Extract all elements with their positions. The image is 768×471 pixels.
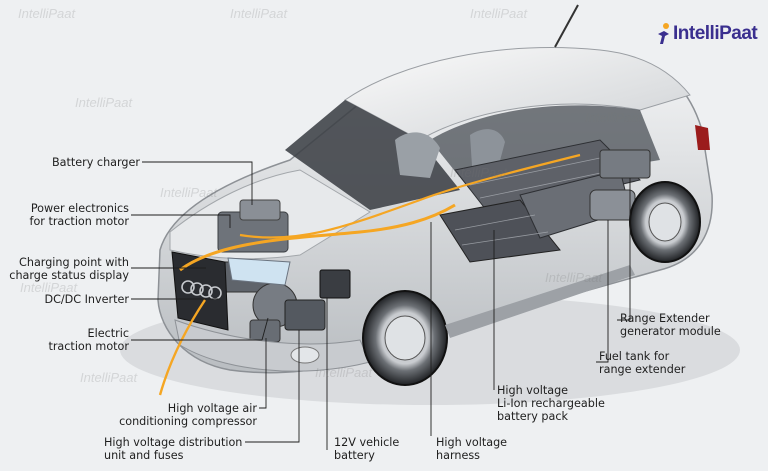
label-traction-motor: Electric traction motor <box>48 327 129 353</box>
charger-module <box>239 199 281 221</box>
leader-ac-compressor <box>259 338 267 409</box>
label-line: Li-Ion rechargeable <box>497 397 605 410</box>
leader-distribution-unit <box>245 330 300 443</box>
watermark: IntelliPaat <box>18 6 76 21</box>
hv-harness-cable <box>179 203 456 272</box>
label-line: battery <box>334 449 375 462</box>
label-line: Power electronics <box>30 202 129 215</box>
label-power-electronics: Power electronics for traction motor <box>30 202 130 228</box>
label-line: battery pack <box>497 410 568 423</box>
rear-taillight <box>695 125 710 150</box>
battery-pack-upper <box>454 139 641 216</box>
rear-wheel <box>629 181 701 263</box>
leader-fuel-tank <box>596 220 609 363</box>
leader-power-electronics <box>131 214 231 228</box>
label-line: traction motor <box>48 340 129 353</box>
hv-harness-cable-2 <box>239 153 581 239</box>
label-line: Electric <box>87 327 129 340</box>
watermark: IntelliPaat <box>20 280 78 295</box>
label-charging-point: Charging point with charge status displa… <box>9 256 129 282</box>
label-battery-charger: Battery charger <box>52 156 140 169</box>
label-range-extender: Range Extender generator module <box>620 312 721 338</box>
intellipaat-logo: IntelliPaat <box>655 22 761 46</box>
label-line: unit and fuses <box>104 449 184 462</box>
battery-cells <box>454 157 616 246</box>
label-line: generator module <box>620 325 721 338</box>
car-roof <box>344 47 691 141</box>
logo-figure-icon <box>658 23 669 44</box>
side-skirt <box>445 265 635 338</box>
leader-lines <box>131 161 631 450</box>
label-line: conditioning compressor <box>119 415 257 428</box>
range-extender-module <box>599 149 651 179</box>
label-distribution-unit: High voltage distribution unit and fuses <box>104 436 242 462</box>
watermark: IntelliPaat <box>315 365 373 380</box>
label-line: DC/DC Inverter <box>44 293 129 306</box>
label-ac-compressor: High voltage air conditioning compressor <box>119 402 257 428</box>
hv-harness-cable-3 <box>158 299 206 396</box>
compressor <box>249 319 281 343</box>
label-line: for traction motor <box>29 215 130 228</box>
label-line: Range Extender <box>620 312 710 325</box>
label-12v-battery: 12V vehicle battery <box>334 436 399 462</box>
label-line: Charging point with <box>19 256 129 269</box>
fuel-tank <box>589 189 636 221</box>
label-line: High voltage <box>436 436 508 449</box>
label-line: charge status display <box>9 269 129 282</box>
watermark: IntelliPaat <box>75 95 133 110</box>
watermark: IntelliPaat <box>160 185 218 200</box>
label-line: harness <box>436 449 480 462</box>
label-line: High voltage distribution <box>104 436 243 449</box>
seat <box>395 132 440 178</box>
headlight <box>227 257 291 286</box>
watermark: IntelliPaat <box>230 6 288 21</box>
label-li-ion-pack: High voltage Li-Ion rechargeable battery… <box>497 384 605 423</box>
aux-battery-12v <box>319 269 351 299</box>
fog-light <box>290 346 320 364</box>
watermark: IntelliPaat <box>80 370 138 385</box>
antenna <box>554 4 579 48</box>
label-line: High voltage <box>497 384 569 397</box>
watermark: IntelliPaat <box>545 270 603 285</box>
watermark: IntelliPaat <box>450 165 508 180</box>
leader-traction-motor <box>131 317 269 341</box>
label-line: Battery charger <box>51 156 140 169</box>
label-line: High voltage air <box>167 402 257 415</box>
label-dcdc-inverter: DC/DC Inverter <box>44 293 129 306</box>
distribution-unit <box>284 299 326 331</box>
windshield <box>285 100 460 210</box>
label-line: range extender <box>599 363 686 376</box>
seat-2 <box>470 129 505 168</box>
label-fuel-tank: Fuel tank for range extender <box>599 350 685 376</box>
front-wheel <box>362 290 448 386</box>
leader-battery-charger <box>142 161 253 205</box>
grille-rings <box>181 280 222 300</box>
watermark: IntelliPaat <box>470 6 528 21</box>
logo-text: IntelliPaat <box>673 23 758 44</box>
watermark: IntelliPaat <box>585 110 643 125</box>
label-line: 12V vehicle <box>334 436 400 449</box>
label-line: Fuel tank for <box>599 350 670 363</box>
label-hv-harness: High voltage harness <box>436 436 507 462</box>
leader-range-extender <box>617 178 631 321</box>
